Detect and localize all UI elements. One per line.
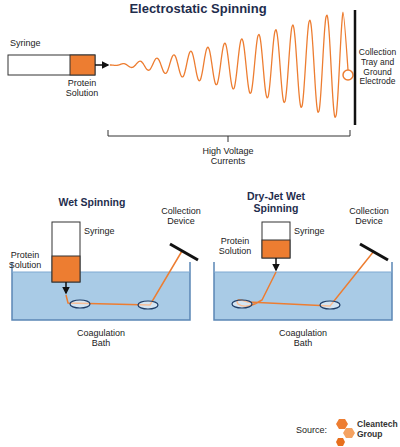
flow-arrow (65, 282, 67, 293)
logo-text: Cleantech Group (357, 420, 397, 440)
fiber-jet (110, 12, 348, 117)
part-label: Collection Tray and Ground Electrode (357, 48, 398, 87)
span-bracket (108, 130, 350, 142)
guide-roller (232, 300, 252, 308)
syringe-body (8, 55, 95, 75)
collection-device (170, 244, 198, 260)
part-label: Syringe (294, 226, 339, 236)
syringe-body (262, 222, 290, 258)
fiber-jet-path (110, 12, 348, 117)
diagram-title: Electrostatic Spinning (0, 2, 398, 17)
guide-roller (138, 301, 158, 309)
syringe-body (52, 222, 80, 282)
part-label: Protein Solution (2, 250, 48, 271)
logo-hexagon (336, 419, 348, 429)
logo-mark (336, 419, 355, 446)
bath-outline (214, 262, 392, 320)
bath-outline (12, 262, 190, 320)
flow-arrow (95, 64, 108, 66)
water-line (12, 272, 190, 273)
part-label: Syringe (10, 38, 60, 48)
protein-solution (52, 256, 80, 282)
ground-electrode (354, 10, 357, 125)
coagulation-liquid (214, 272, 392, 320)
fiber (237, 251, 374, 306)
source-note: Source: (296, 425, 334, 435)
logo-hexagon (336, 438, 345, 446)
section-heading: Wet Spinning (42, 196, 142, 208)
protein-solution (262, 240, 290, 258)
part-label: Collection Device (155, 206, 207, 227)
guide-roller (320, 301, 340, 309)
part-label: Protein Solution (212, 236, 258, 257)
protein-solution (70, 55, 95, 75)
span-label: High Voltage Currents (193, 146, 263, 167)
section-heading: Dry-Jet Wet Spinning (238, 190, 314, 214)
coagulation-liquid (12, 272, 190, 320)
part-label: Syringe (84, 226, 129, 236)
logo-hexagon (343, 428, 355, 438)
part-label: Coagulation Bath (71, 328, 131, 349)
part-label: Coagulation Bath (273, 328, 333, 349)
fiber-coil (343, 70, 353, 80)
guide-roller (70, 300, 90, 308)
part-label: Protein Solution (58, 78, 106, 99)
flow-arrow (275, 258, 277, 270)
fiber (66, 251, 182, 305)
water-line (214, 272, 392, 273)
part-label: Collection Device (342, 206, 396, 227)
collection-device (360, 244, 388, 260)
